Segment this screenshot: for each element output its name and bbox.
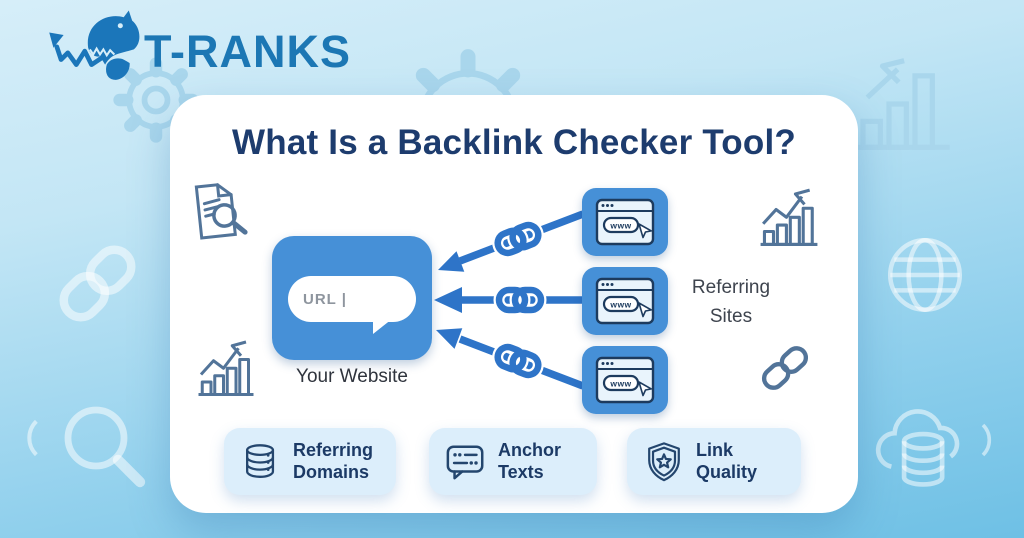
browser-window-icon: www <box>595 356 655 404</box>
svg-text:www: www <box>609 300 631 310</box>
chain-link-icon <box>492 219 547 381</box>
feature-link-quality: Link Quality <box>627 428 801 495</box>
arc-decoration <box>27 419 38 457</box>
feature-label: Referring Domains <box>293 440 374 482</box>
feature-referring-domains: Referring Domains <box>224 428 396 495</box>
referring-site-box: www <box>582 188 668 256</box>
infographic-card: What Is a Backlink Checker Tool? <box>170 95 858 513</box>
browser-window-icon: www <box>595 198 655 246</box>
shield-star-icon <box>648 441 680 481</box>
chat-bubble-icon <box>446 444 484 479</box>
feature-label: Anchor Texts <box>498 440 561 482</box>
your-website-caption: Your Website <box>296 366 408 387</box>
svg-text:www: www <box>609 221 631 231</box>
bubble-tail <box>373 319 392 334</box>
feature-label: Link Quality <box>696 440 758 482</box>
globe-icon <box>887 237 963 313</box>
svg-text:www: www <box>609 379 631 389</box>
brand-logo: T-RANKS <box>34 8 351 90</box>
brand-name: T-RANKS <box>144 26 351 77</box>
growth-bars-icon <box>198 340 254 396</box>
url-input-bubble[interactable]: URL | <box>288 276 416 334</box>
page-title: What Is a Backlink Checker Tool? <box>232 123 796 162</box>
arc-decoration <box>981 423 992 457</box>
document-audit-icon <box>194 183 248 240</box>
browser-window-icon: www <box>595 277 655 325</box>
magnifier-icon <box>64 406 146 488</box>
trex-trend-arrow-icon <box>49 10 140 80</box>
growth-chart-icon <box>854 58 950 150</box>
your-website-box: URL | <box>272 236 432 360</box>
cloud-database-icon <box>875 409 960 487</box>
database-icon <box>246 443 275 478</box>
chain-link-icon <box>59 245 136 322</box>
referring-site-box: www <box>582 346 668 414</box>
feature-anchor-texts: Anchor Texts <box>429 428 597 495</box>
url-input-value: URL | <box>303 290 347 308</box>
referring-sites-caption: Referring Sites <box>691 277 771 327</box>
chain-link-icon <box>761 346 809 390</box>
growth-bars-icon <box>760 188 818 246</box>
backlink-arrows <box>434 210 585 390</box>
referring-site-box: www <box>582 267 668 335</box>
